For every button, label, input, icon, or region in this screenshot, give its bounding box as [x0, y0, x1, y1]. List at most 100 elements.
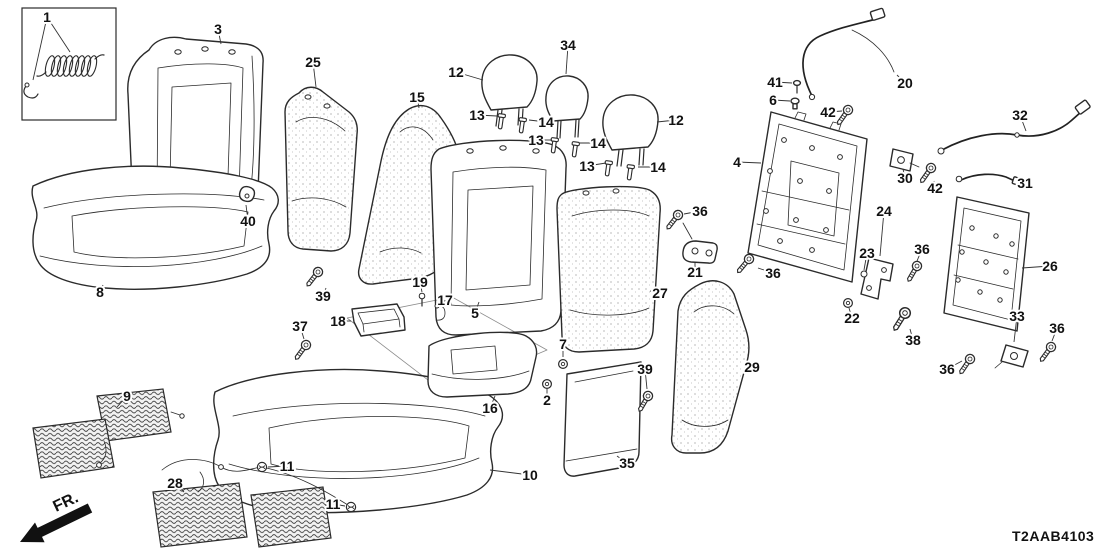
callout-leader-31 [1019, 181, 1026, 184]
bolt-39-a [302, 264, 326, 290]
armrest [427, 331, 538, 398]
part-callout-14[interactable]: 14 [588, 133, 608, 153]
part-callout-15[interactable]: 15 [407, 87, 427, 107]
callout-leader-41 [774, 81, 793, 84]
callout-leader-13 [586, 162, 607, 167]
grommet-6 [790, 97, 800, 110]
seatback-pad-right [556, 185, 661, 353]
callout-leader-15 [416, 96, 420, 109]
callout-leader-14 [528, 119, 547, 123]
washer-23 [860, 270, 868, 278]
part-callout-37[interactable]: 37 [290, 316, 310, 336]
part-callout-39[interactable]: 39 [313, 286, 333, 306]
part-callout-36[interactable]: 36 [690, 201, 710, 221]
release-cable-right [937, 99, 1091, 155]
callout-leader-3 [217, 28, 222, 45]
callout-leader-11 [267, 465, 288, 468]
callout-leader-9 [116, 395, 128, 408]
callout-leader-11 [332, 503, 346, 507]
callout-leader-39 [644, 368, 648, 390]
callout-leader-32 [1019, 114, 1027, 132]
part-callout-13[interactable]: 13 [526, 130, 546, 150]
part-callout-39[interactable]: 39 [635, 359, 655, 379]
callout-leader-20 [896, 74, 906, 84]
part-callout-26[interactable]: 26 [1040, 256, 1060, 276]
part-callout-42[interactable]: 42 [818, 102, 838, 122]
callout-leader-29 [743, 365, 753, 368]
part-callout-11[interactable]: 11 [278, 456, 297, 476]
headrest-center [545, 75, 589, 139]
callout-leader-16 [489, 395, 496, 409]
side-bolster-right [670, 280, 750, 454]
part-callout-32[interactable]: 32 [1010, 105, 1030, 125]
part-callout-10[interactable]: 10 [520, 465, 540, 485]
part-callout-38[interactable]: 38 [903, 330, 923, 350]
bolt-36-a [662, 207, 686, 233]
part-callout-24[interactable]: 24 [874, 201, 894, 221]
callout-leader-25 [312, 61, 317, 88]
part-callout-31[interactable]: 31 [1015, 173, 1035, 193]
callout-leader-24 [879, 210, 885, 257]
part-callout-6[interactable]: 6 [767, 90, 779, 110]
seatback-frame-right [943, 196, 1030, 332]
part-callout-5[interactable]: 5 [469, 303, 481, 323]
latch-30 [889, 148, 920, 172]
part-callout-28[interactable]: 28 [165, 473, 185, 493]
part-callout-30[interactable]: 30 [895, 168, 915, 188]
part-callout-29[interactable]: 29 [742, 357, 762, 377]
callout-leader-8 [99, 284, 104, 293]
bolt-36-d [1036, 339, 1059, 365]
callout-leader-30 [902, 168, 906, 179]
part-callout-20[interactable]: 20 [895, 73, 915, 93]
part-callout-36[interactable]: 36 [1047, 318, 1067, 338]
part-callout-9[interactable]: 9 [121, 386, 133, 406]
part-callout-22[interactable]: 22 [842, 308, 862, 328]
callout-leader-42 [827, 110, 843, 113]
part-callout-12[interactable]: 12 [666, 110, 686, 130]
part-callout-42[interactable]: 42 [925, 178, 945, 198]
pin-19 [418, 292, 426, 307]
part-callout-36[interactable]: 36 [912, 239, 932, 259]
part-callout-40[interactable]: 40 [238, 211, 258, 231]
part-callout-11[interactable]: 11 [324, 494, 343, 514]
part-callout-36[interactable]: 36 [763, 263, 783, 283]
part-callout-25[interactable]: 25 [303, 52, 323, 72]
part-callout-1[interactable]: 1 [41, 7, 53, 27]
part-callout-14[interactable]: 14 [536, 112, 556, 132]
callout-leader-40 [245, 204, 249, 222]
part-callout-35[interactable]: 35 [617, 453, 637, 473]
part-callout-41[interactable]: 41 [765, 72, 785, 92]
callout-leader-28 [174, 482, 185, 493]
bolt-36-e [955, 351, 978, 377]
part-callout-7[interactable]: 7 [557, 334, 569, 354]
part-callout-3[interactable]: 3 [212, 19, 224, 39]
part-callout-14[interactable]: 14 [648, 157, 668, 177]
part-callout-33[interactable]: 33 [1007, 306, 1027, 326]
grommet-2 [541, 379, 553, 389]
part-callout-16[interactable]: 16 [480, 398, 500, 418]
part-callout-2[interactable]: 2 [541, 390, 553, 410]
seatback-center [430, 139, 567, 336]
latch-33 [994, 344, 1029, 369]
part-callout-13[interactable]: 13 [467, 105, 487, 125]
part-callout-13[interactable]: 13 [577, 156, 597, 176]
part-callout-17[interactable]: 17 [435, 290, 455, 310]
part-callout-21[interactable]: 21 [685, 262, 705, 282]
part-callout-8[interactable]: 8 [94, 282, 106, 302]
release-cable-short [955, 173, 1025, 187]
bolt-36-b [903, 259, 924, 285]
part-callout-34[interactable]: 34 [558, 35, 578, 55]
callout-leader-17 [442, 299, 446, 307]
part-callout-23[interactable]: 23 [857, 243, 877, 263]
bolt-38 [889, 304, 914, 334]
part-callout-19[interactable]: 19 [410, 272, 430, 292]
part-callout-36[interactable]: 36 [937, 359, 957, 379]
release-cable-upper [802, 7, 895, 101]
part-callout-18[interactable]: 18 [328, 311, 348, 331]
grommet-7 [557, 359, 569, 369]
part-callout-12[interactable]: 12 [446, 62, 466, 82]
part-callout-4[interactable]: 4 [731, 152, 743, 172]
callout-leader-22 [848, 307, 853, 319]
part-callout-27[interactable]: 27 [650, 283, 670, 303]
callout-leader-26 [1021, 265, 1051, 269]
